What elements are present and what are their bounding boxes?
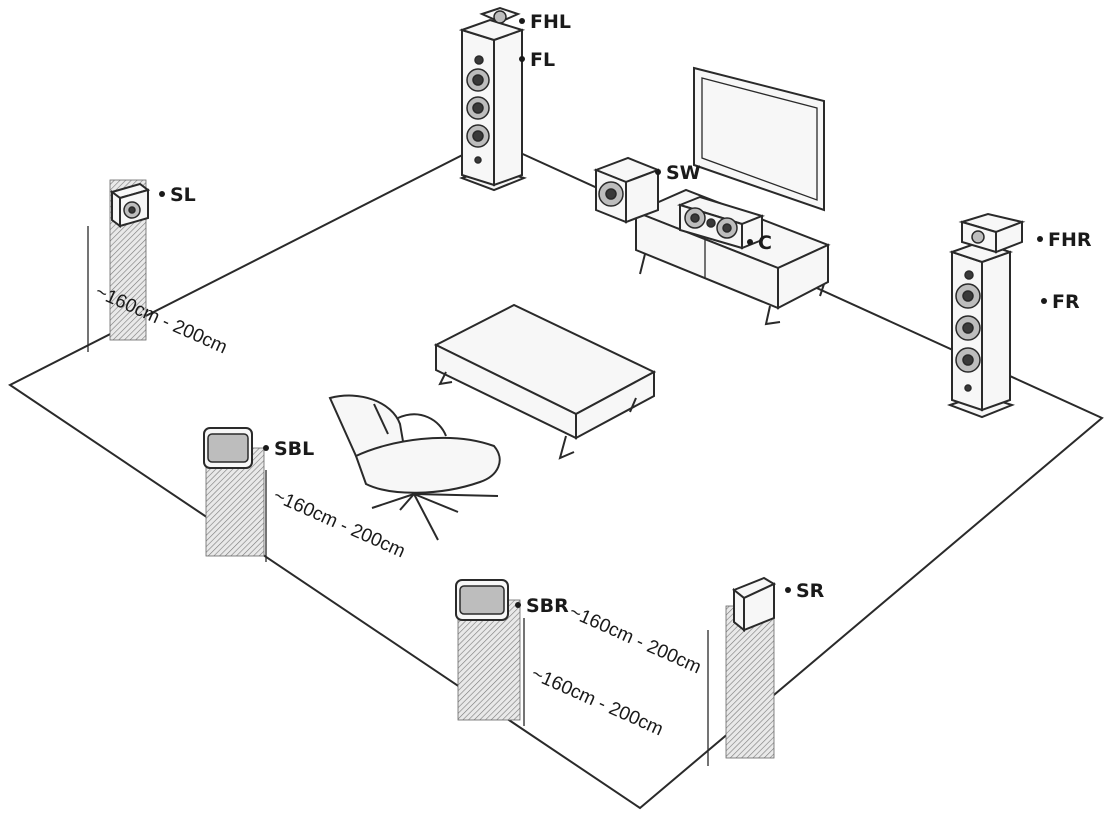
surround-back-right-speaker — [455, 579, 525, 726]
center-speaker — [676, 195, 766, 250]
speaker-labels: FHL FL SW C FHR FR SL SBL SBR SR — [170, 11, 1092, 617]
label-sbl: SBL — [274, 438, 314, 460]
dim-sr: ~160cm - 200cm — [528, 663, 666, 740]
surround-right-speaker — [707, 576, 777, 766]
label-sl: SL — [170, 184, 196, 206]
label-sw: SW — [666, 162, 701, 184]
front-left-tower-speaker — [458, 6, 527, 192]
front-right-tower-speaker — [947, 212, 1026, 419]
label-c: C — [758, 232, 772, 254]
label-sbr: SBR — [526, 595, 569, 617]
coffee-table — [433, 303, 657, 460]
label-fr: FR — [1052, 291, 1080, 313]
label-fl: FL — [530, 49, 555, 71]
label-bullets — [159, 18, 1047, 608]
label-fhl: FHL — [530, 11, 571, 33]
subwoofer — [593, 156, 661, 224]
lounge-chair — [328, 394, 501, 541]
surround-left-speaker — [87, 179, 151, 352]
room-floor — [8, 138, 1104, 810]
label-sr: SR — [796, 580, 825, 602]
height-dimensions: ~160cm - 200cm ~160cm - 200cm ~160cm - 2… — [92, 281, 704, 740]
dim-sbl: ~160cm - 200cm — [270, 485, 408, 562]
dim-sbr-side: ~160cm - 200cm — [566, 601, 704, 678]
surround-back-left-speaker — [203, 427, 267, 562]
label-fhr: FHR — [1048, 229, 1092, 251]
television — [693, 66, 825, 212]
